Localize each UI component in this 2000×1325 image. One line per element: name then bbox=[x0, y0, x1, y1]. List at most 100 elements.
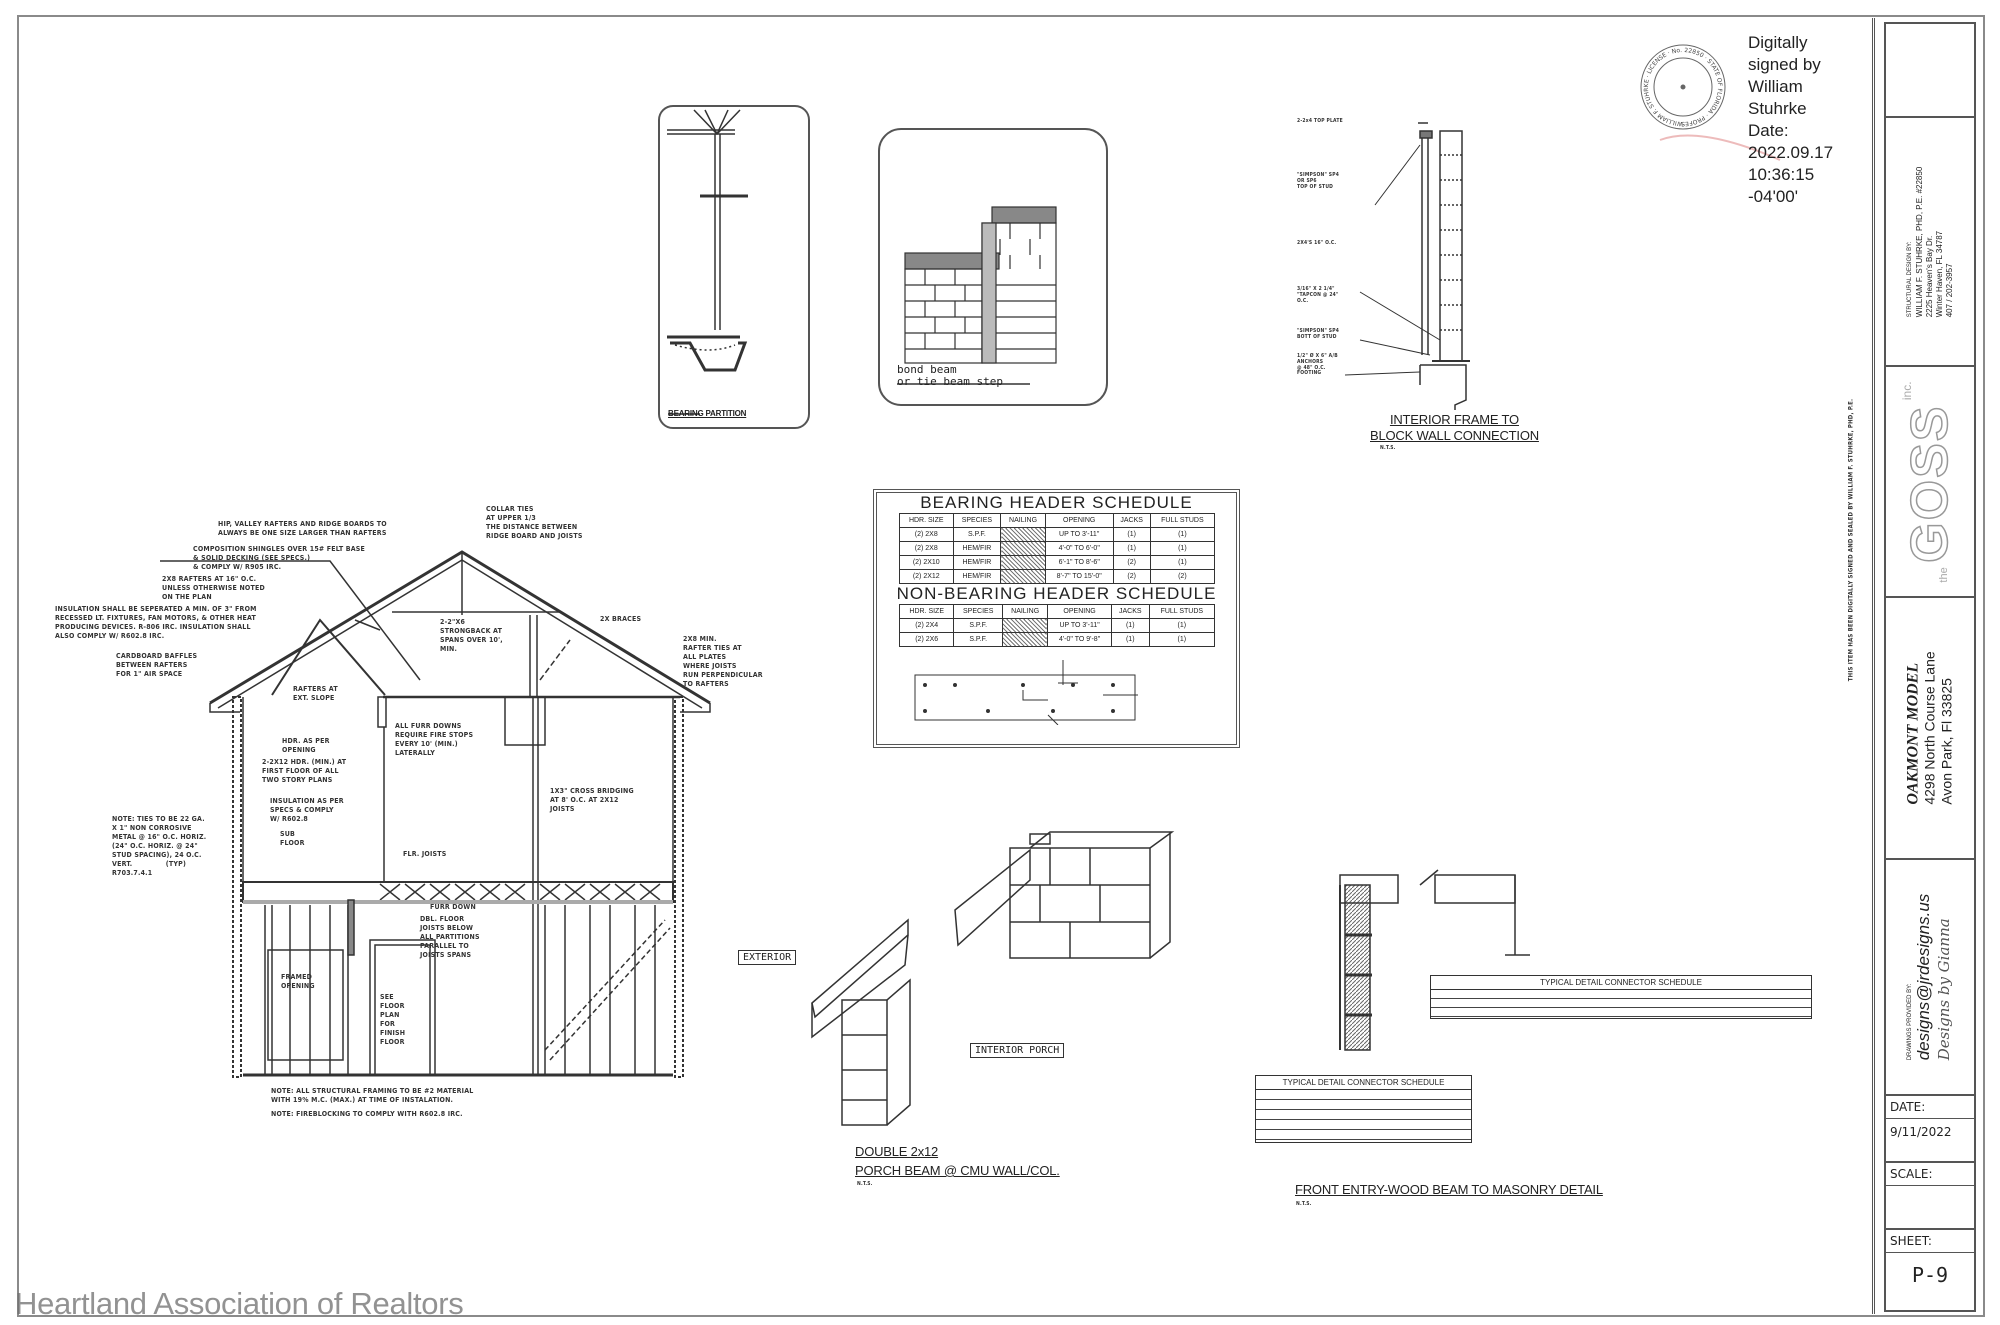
table-cell: (1) bbox=[1112, 541, 1151, 556]
table-cell bbox=[1000, 541, 1046, 556]
front-entry-detail bbox=[1339, 869, 1530, 1051]
scale-note: N.T.S. bbox=[1296, 1201, 1312, 1207]
label: 2X4'S 16" O.C. bbox=[1297, 240, 1337, 246]
goss-logo: the GOSS inc. bbox=[1900, 381, 1960, 582]
sheet-cell: SHEET: P-9 bbox=[1886, 1230, 1974, 1310]
project-address: 4298 North Course Lane bbox=[1921, 651, 1938, 805]
column-header: HDR. SIZE bbox=[898, 604, 955, 619]
title-block: STRUCTURAL DESIGN BY: WILLIAM F. STUHRKE… bbox=[1884, 22, 1976, 1312]
section-label: 1X3" CROSS BRIDGING AT 8' O.C. AT 2X12 J… bbox=[550, 787, 634, 813]
scale-cell: SCALE: bbox=[1886, 1163, 1974, 1230]
schedule-rows bbox=[1431, 990, 1811, 1018]
section-label: NOTE: FIREBLOCKING TO COMPLY WITH R602.8… bbox=[271, 1110, 463, 1118]
table-cell: S.P.F. bbox=[952, 527, 1002, 542]
column-header: FULL STUDS bbox=[1148, 604, 1216, 619]
section-label: FURR DOWN bbox=[430, 903, 476, 911]
engineer-name: WILLIAM F. STUHRKE, PHD, P.E. #22850 bbox=[1915, 166, 1924, 317]
bond-beam-caption-line2: or tie beam step bbox=[897, 375, 1003, 388]
caption-line1: INTERIOR FRAME TO bbox=[1389, 412, 1519, 427]
scale-value bbox=[1886, 1186, 1974, 1198]
table-cell bbox=[1001, 632, 1049, 647]
schedule-rows bbox=[1256, 1090, 1471, 1142]
column-header: OPENING bbox=[1044, 513, 1114, 528]
section-label: NOTE: ALL STRUCTURAL FRAMING TO BE #2 MA… bbox=[271, 1087, 474, 1104]
label: "SIMPSON" SP4 OR SP6 TOP OF STUD bbox=[1297, 172, 1340, 190]
section-label: CARDBOARD BAFFLES BETWEEN RAFTERS FOR 1"… bbox=[116, 652, 198, 678]
signature-mark bbox=[1659, 134, 1781, 161]
date-value: 9/11/2022 bbox=[1890, 1125, 1952, 1139]
section-label: NOTE: TIES TO BE 22 GA. X 1" NON CORROSI… bbox=[112, 815, 207, 877]
interior-frame-detail bbox=[1344, 122, 1470, 410]
table-cell: UP TO 3'-11" bbox=[1044, 527, 1114, 542]
table-cell: (2) 2X8 bbox=[899, 541, 954, 556]
section-label: 2-2X12 HDR. (MIN.) AT FIRST FLOOR OF ALL… bbox=[262, 758, 347, 784]
structural-design-cell: STRUCTURAL DESIGN BY: WILLIAM F. STUHRKE… bbox=[1886, 118, 1974, 367]
table-cell: (1) bbox=[1149, 527, 1216, 542]
table-cell bbox=[1001, 618, 1049, 633]
logo-suffix: inc. bbox=[1900, 380, 1914, 400]
column-header: JACKS bbox=[1110, 604, 1150, 619]
engineer-phone: 407 / 202-3957 bbox=[1945, 262, 1954, 317]
wall-section-drawing bbox=[160, 550, 711, 1078]
sheet-border bbox=[17, 15, 1985, 1317]
table-cell: (1) bbox=[1148, 618, 1216, 633]
column-header: NAILING bbox=[1001, 604, 1049, 619]
interior-frame-caption: INTERIOR FRAME TO BLOCK WALL CONNECTION bbox=[1370, 412, 1539, 444]
label: "SIMPSON" SP4 BOTT OF STUD bbox=[1297, 328, 1340, 340]
drawings-provided-cell: DRAWINGS PROVIDED BY: designs@jrdesigns.… bbox=[1886, 860, 1974, 1096]
bond-beam-caption: bond beam or tie beam step bbox=[897, 364, 1003, 388]
front-entry-caption: FRONT ENTRY-WOOD BEAM TO MASONRY DETAIL bbox=[1295, 1182, 1603, 1197]
engineer-city: Winter Haven, FL 34787 bbox=[1935, 230, 1944, 317]
seal-ring-text: WILLIAM F. STUHRKE · LICENSE · No. 22850… bbox=[0, 0, 1723, 127]
bearing-partition-caption: BEARING PARTITION bbox=[668, 409, 747, 418]
section-label: ALL FURR DOWNS REQUIRE FIRE STOPS EVERY … bbox=[395, 722, 474, 757]
table-cell: (2) 2X8 bbox=[899, 527, 954, 542]
table-cell: HEM/FIR bbox=[952, 555, 1002, 570]
scale-note: N.T.S. bbox=[857, 1181, 873, 1187]
sheet-label: SHEET: bbox=[1886, 1230, 1974, 1253]
table-cell: UP TO 3'-11" bbox=[1047, 618, 1112, 633]
column-header: SPECIES bbox=[953, 604, 1003, 619]
section-label: DBL. FLOOR JOISTS BELOW ALL PARTITIONS P… bbox=[420, 915, 480, 959]
logo-name: GOSS bbox=[1900, 403, 1960, 563]
table-cell bbox=[1000, 555, 1046, 570]
exterior-label: EXTERIOR bbox=[738, 950, 797, 965]
scale-note: N.T.S. bbox=[1380, 445, 1396, 451]
nonbearing-header-title: NON-BEARING HEADER SCHEDULE bbox=[896, 584, 1217, 603]
section-label: SEE FLOOR PLAN FOR FINISH FLOOR bbox=[380, 993, 406, 1046]
bearing-partition-detail bbox=[658, 105, 810, 429]
connector-schedule-left: TYPICAL DETAIL CONNECTOR SCHEDULE bbox=[1255, 1075, 1472, 1143]
section-label: FLR. JOISTS bbox=[403, 850, 447, 858]
logo-cell: the GOSS inc. bbox=[1886, 367, 1974, 598]
label: 2-2x4 TOP PLATE bbox=[1297, 118, 1343, 124]
table-cell: HEM/FIR bbox=[952, 541, 1002, 556]
table-cell: (2) bbox=[1112, 569, 1151, 584]
project-city: Avon Park, Fl 33825 bbox=[1938, 678, 1955, 805]
connector-schedule-right: TYPICAL DETAIL CONNECTOR SCHEDULE bbox=[1430, 975, 1812, 1019]
section-label: HDR. AS PER OPENING bbox=[282, 737, 330, 754]
disclaimer-text: THIS ITEM HAS BEEN DIGITALLY SIGNED AND … bbox=[1847, 398, 1855, 682]
label: 1/2" Ø X 6" A/B ANCHORS @ 48" O.C. bbox=[1297, 353, 1338, 371]
table-cell: (2) bbox=[1149, 569, 1216, 584]
project-cell: OAKMONT MODEL 4298 North Course Lane Avo… bbox=[1886, 598, 1974, 860]
column-header: FULL STUDS bbox=[1149, 513, 1216, 528]
column-header: HDR. SIZE bbox=[899, 513, 954, 528]
drawings-provided-label: DRAWINGS PROVIDED BY: bbox=[1907, 983, 1913, 1061]
interior-porch-label: INTERIOR PORCH bbox=[970, 1043, 1065, 1058]
section-label: RAFTERS AT EXT. SLOPE bbox=[293, 685, 338, 702]
title-block-blank bbox=[1886, 24, 1974, 118]
engineer-seal: WILLIAM F. STUHRKE · LICENSE · No. 22850… bbox=[0, 0, 1726, 130]
table-cell: 4'-0" TO 9'-8" bbox=[1047, 632, 1112, 647]
porch-beam-detail bbox=[811, 831, 1175, 1126]
section-label: INSULATION SHALL BE SEPERATED A MIN. OF … bbox=[55, 605, 257, 640]
porch-beam-caption: DOUBLE 2x12 PORCH BEAM @ CMU WALL/COL. bbox=[855, 1142, 1060, 1180]
table-cell: (2) 2X12 bbox=[899, 569, 954, 584]
